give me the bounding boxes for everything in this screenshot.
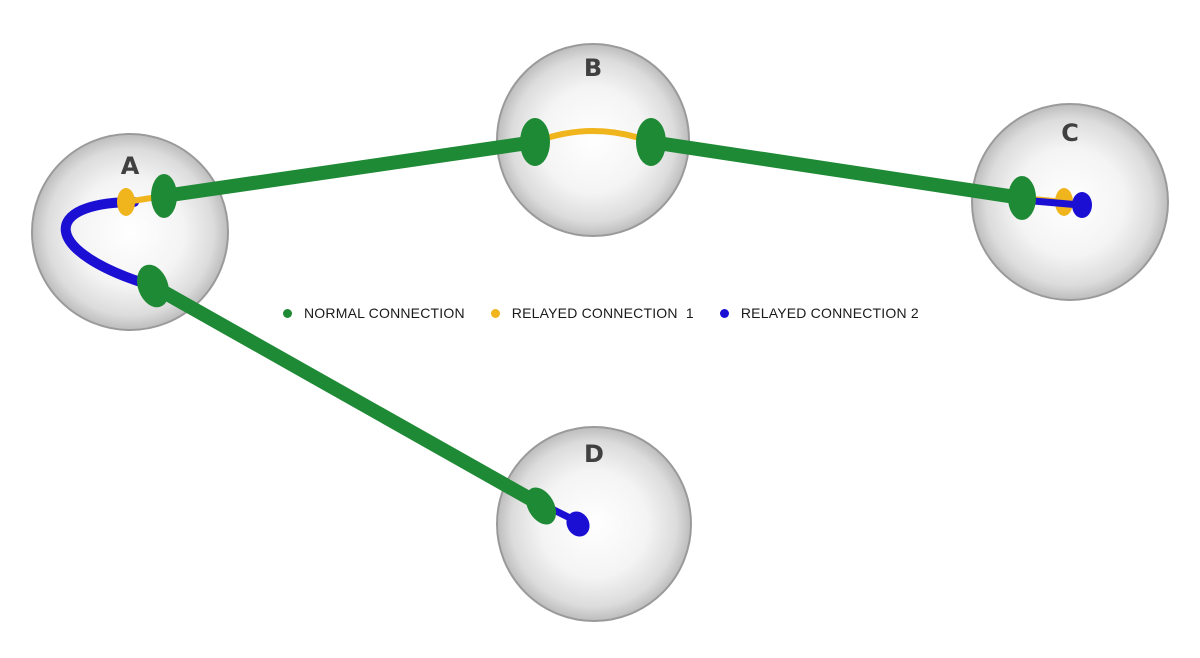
connection-knot-d-a (525, 487, 557, 525)
legend-label-relayed-1: RELAYED CONNECTION 1 (511, 305, 694, 321)
connection-knot-a-b (151, 174, 177, 218)
connection-knot-b-a (520, 118, 550, 166)
legend-item-normal: NORMAL CONNECTION (283, 305, 465, 321)
legend-dot-relayed-1 (490, 308, 500, 318)
relayed-connection-2-path-a (60, 197, 158, 291)
node-label-b: B (584, 54, 602, 82)
connection-knot-c-b (1008, 176, 1036, 220)
node-label-a: A (121, 152, 140, 180)
connection-knot-a-d (137, 264, 169, 308)
connection-knot-b-c (636, 118, 666, 166)
node-sphere-b (496, 43, 690, 237)
legend-label-relayed-2: RELAYED CONNECTION 2 (740, 305, 919, 321)
legend-dot-relayed-2 (719, 308, 729, 318)
node-sphere-a (31, 133, 229, 331)
legend-item-relayed-2: RELAYED CONNECTION 2 (719, 305, 919, 321)
legend-dot-normal (283, 308, 292, 318)
legend-item-relayed-1: RELAYED CONNECTION 1 (490, 305, 694, 321)
normal-connection-b-c (649, 135, 1024, 205)
legend: NORMAL CONNECTION RELAYED CONNECTION 1 R… (283, 302, 945, 324)
legend-label-normal: NORMAL CONNECTION (304, 305, 465, 321)
node-sphere-d (496, 426, 692, 622)
node-label-d: D (584, 440, 604, 468)
normal-connection-a-b (162, 135, 537, 203)
normal-connection-a-d (149, 279, 545, 512)
node-label-c: C (1061, 119, 1079, 147)
